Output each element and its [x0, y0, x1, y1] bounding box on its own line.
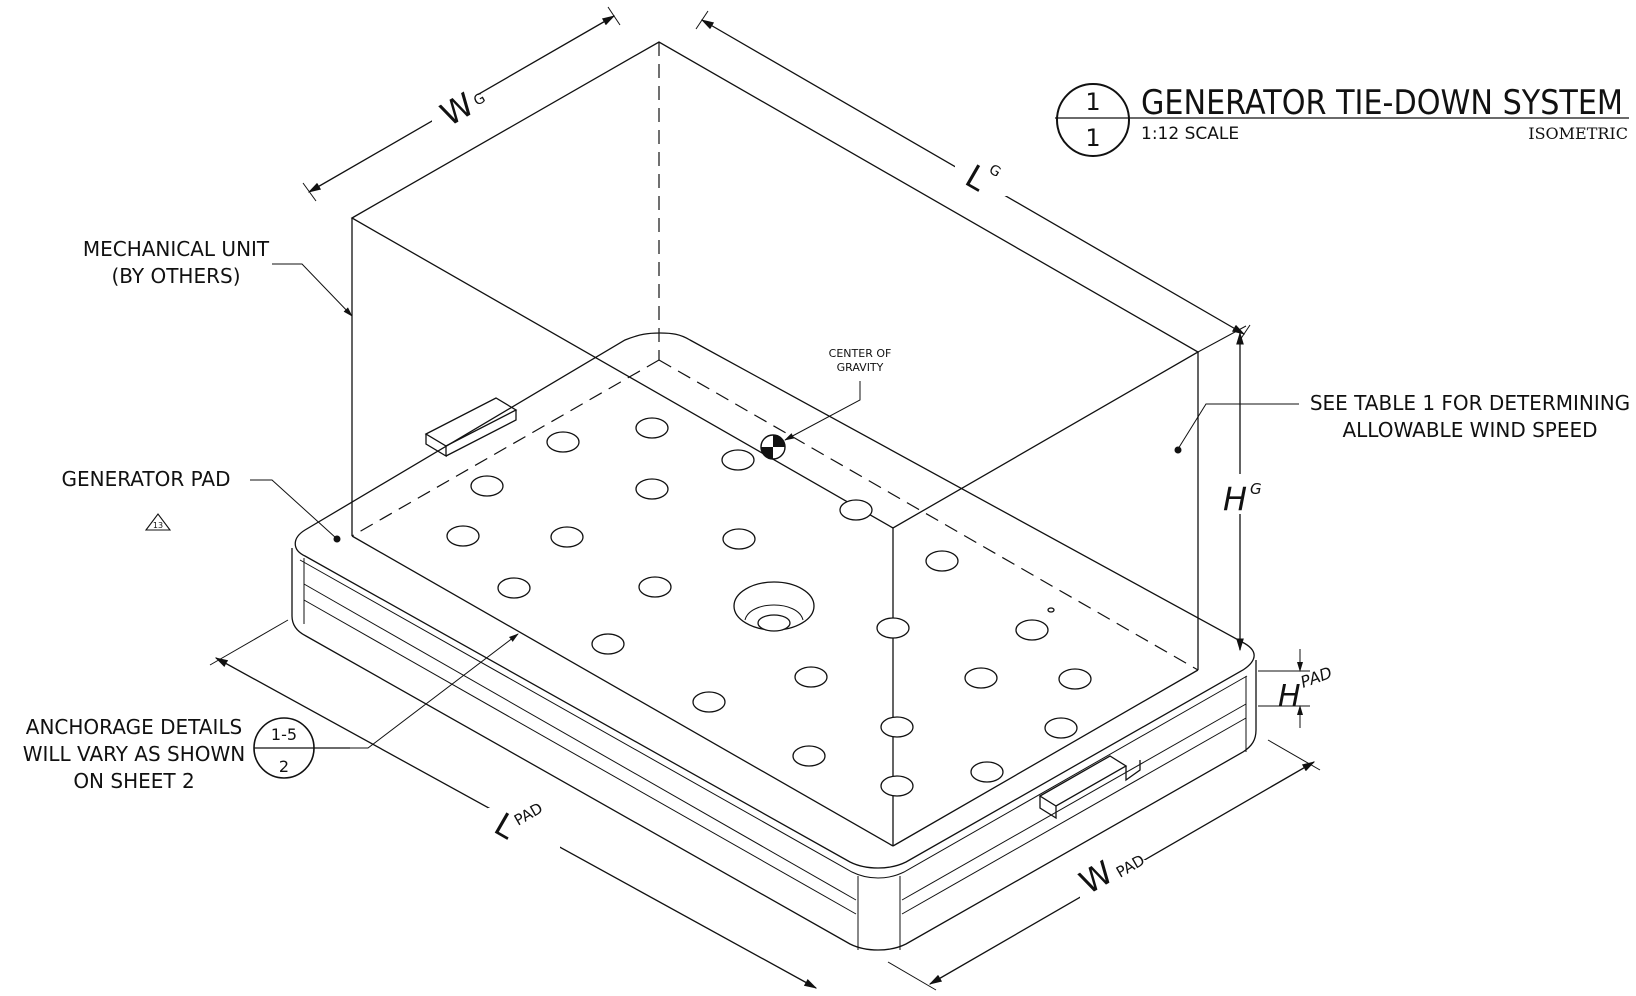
- center-of-gravity-symbol: [760, 434, 786, 460]
- anchor-hole: [1015, 619, 1049, 641]
- svg-text:WILL VARY AS SHOWN: WILL VARY AS SHOWN: [23, 742, 246, 766]
- svg-text:ON SHEET 2: ON SHEET 2: [73, 769, 194, 793]
- tie-down-bracket-left: [424, 397, 518, 458]
- title-block: 1 1 GENERATOR TIE-DOWN SYSTEM 1:12 SCALE…: [1055, 83, 1629, 157]
- callout-anchorage-details: ANCHORAGE DETAILS WILL VARY AS SHOWN ON …: [23, 633, 519, 793]
- anchor-hole: [446, 525, 480, 547]
- anchor-hole: [546, 431, 580, 453]
- anchor-hole: [635, 417, 669, 439]
- center-drain: [733, 581, 815, 632]
- anchor-hole: [550, 526, 584, 548]
- svg-text:H: H: [1223, 480, 1247, 518]
- view-type: ISOMETRIC: [1528, 124, 1628, 143]
- anchor-hole: [721, 449, 755, 471]
- anchor-hole: [880, 775, 914, 797]
- dimension-height-pad: H PAD: [1258, 649, 1335, 728]
- anchor-hole: [839, 499, 873, 521]
- anchor-hole: [497, 577, 531, 599]
- svg-text:13: 13: [153, 521, 163, 530]
- anchor-hole: [1058, 668, 1092, 690]
- drawing-title: GENERATOR TIE-DOWN SYSTEM: [1141, 83, 1623, 123]
- svg-text:SEE TABLE 1 FOR DETERMINING: SEE TABLE 1 FOR DETERMINING: [1310, 391, 1630, 415]
- callout-wind-speed: SEE TABLE 1 FOR DETERMINING ALLOWABLE WI…: [1174, 391, 1630, 454]
- anchor-hole: [794, 666, 828, 688]
- svg-text:ALLOWABLE WIND SPEED: ALLOWABLE WIND SPEED: [1342, 418, 1597, 442]
- anchor-hole: [635, 478, 669, 500]
- anchor-hole: [591, 633, 625, 655]
- svg-text:PAD: PAD: [1298, 663, 1335, 692]
- anchor-hole: [925, 550, 959, 572]
- dimension-width-generator: W G: [302, 6, 621, 202]
- svg-text:G: G: [1250, 480, 1262, 498]
- sheet-number: 1: [1085, 124, 1100, 152]
- svg-text:ANCHORAGE DETAILS: ANCHORAGE DETAILS: [26, 715, 242, 739]
- anchor-hole: [638, 576, 672, 598]
- dimension-length-generator: L G: [695, 10, 1251, 344]
- svg-text:H: H: [1278, 679, 1301, 714]
- center-of-gravity-label-2: GRAVITY: [837, 361, 884, 374]
- detail-number: 1: [1085, 88, 1100, 116]
- dimension-height-generator: H G: [1197, 325, 1268, 652]
- drawing-scale: 1:12 SCALE: [1141, 124, 1239, 144]
- svg-text:2: 2: [279, 757, 289, 776]
- callout-generator-pad: GENERATOR PAD 13: [61, 467, 341, 543]
- anchor-hole: [964, 667, 998, 689]
- anchor-hole: [792, 745, 826, 767]
- callout-mechanical-unit: MECHANICAL UNIT (BY OTHERS): [83, 237, 353, 317]
- anchor-hole: [880, 716, 914, 738]
- center-of-gravity-label-1: CENTER OF: [829, 347, 892, 360]
- dimension-length-pad: L PAD: [209, 619, 818, 989]
- svg-text:(BY OTHERS): (BY OTHERS): [111, 264, 240, 288]
- svg-text:MECHANICAL UNIT: MECHANICAL UNIT: [83, 237, 270, 261]
- anchorage-reference-bubble: 1-5 2: [253, 717, 350, 779]
- anchor-hole: [970, 761, 1004, 783]
- svg-text:GENERATOR PAD: GENERATOR PAD: [61, 467, 230, 491]
- revision-delta-tag: 13: [144, 513, 172, 531]
- anchor-hole: [692, 691, 726, 713]
- anchor-hole: [876, 617, 910, 639]
- anchor-hole: [722, 528, 756, 550]
- dimension-width-pad: W PAD: [887, 739, 1321, 991]
- svg-text:1-5: 1-5: [271, 725, 297, 744]
- pad-anchor-holes: [446, 417, 1092, 797]
- anchor-hole: [470, 475, 504, 497]
- anchor-hole: [1044, 717, 1078, 739]
